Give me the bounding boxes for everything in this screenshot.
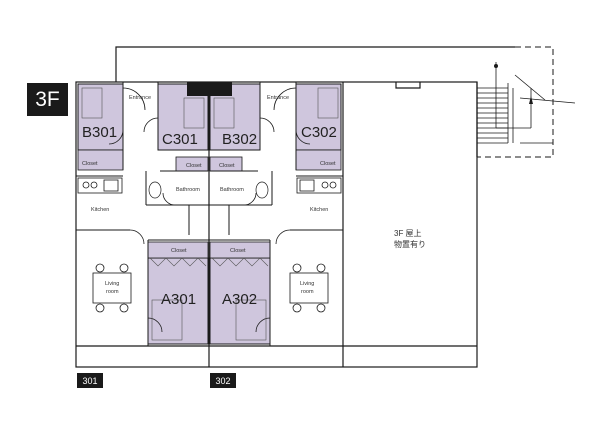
closet-label-b302: Closet <box>219 163 235 169</box>
stairs <box>477 62 576 144</box>
door-bath-301 <box>162 192 176 206</box>
bathroom-label-302: Bathroom <box>220 187 244 193</box>
closet-doors <box>149 257 269 267</box>
table-302 <box>289 272 329 304</box>
stair-start-dot <box>494 64 498 68</box>
interior-walls <box>76 82 343 346</box>
room-label-b302: B302 <box>222 131 257 148</box>
kitchen-label-301: Kitchen <box>91 207 109 213</box>
bed-b302 <box>213 97 235 129</box>
stove-301-a <box>82 181 90 189</box>
toilet-302 <box>255 181 269 199</box>
door-entrance-302 <box>273 87 297 111</box>
bed-c302 <box>317 87 339 119</box>
stair-dashed <box>477 46 554 158</box>
door-kitchen-302 <box>275 229 291 245</box>
walkway-wall <box>115 46 515 82</box>
kitchen-label-302: Kitchen <box>310 207 328 213</box>
entrance-label-301: Entrance <box>129 95 151 101</box>
toilet-301 <box>148 181 162 199</box>
room-label-c302: C302 <box>301 124 337 141</box>
room-label-b301: B301 <box>82 124 117 141</box>
door-c302 <box>295 129 311 145</box>
door-swings <box>108 87 311 333</box>
bed-b301 <box>81 87 103 119</box>
unit-label-302: 302 <box>210 373 236 388</box>
bedroom-c302-fill <box>295 83 342 151</box>
bed-a302 <box>235 299 267 341</box>
living-label-301-line1: Living <box>105 281 119 287</box>
living-label-302-line2: room <box>301 289 314 295</box>
closet-fills <box>77 149 342 259</box>
closet-label-c302: Closet <box>320 161 336 167</box>
stove-301-b <box>90 181 98 189</box>
roof-notch <box>395 82 421 89</box>
kitchen-counters <box>77 177 342 194</box>
room-label-a301: A301 <box>161 291 196 308</box>
door-b302 <box>259 117 275 133</box>
table-301 <box>92 272 132 304</box>
living-furniture <box>92 263 329 313</box>
room-label-c301: C301 <box>162 131 198 148</box>
door-c301 <box>143 117 159 133</box>
counter-302 <box>296 177 342 194</box>
room-label-a302: A302 <box>222 291 257 308</box>
roof-label-line1: 3F 屋上 <box>394 229 422 238</box>
structural-beam <box>187 82 232 96</box>
bed-c301 <box>183 97 205 129</box>
stove-302-b <box>329 181 337 189</box>
sink-302 <box>299 179 315 192</box>
stove-302-a <box>321 181 329 189</box>
building-outer-wall <box>75 81 478 368</box>
closet-label-c301: Closet <box>186 163 202 169</box>
stair-arrow <box>529 96 533 104</box>
closet-label-b301: Closet <box>82 161 98 167</box>
bedroom-a302-fill <box>209 257 271 345</box>
building-outline <box>75 46 515 368</box>
beds <box>81 87 339 341</box>
door-a302 <box>255 317 271 333</box>
bed-a301 <box>151 299 183 341</box>
door-entrance-301 <box>122 87 146 111</box>
toilets <box>148 181 269 199</box>
floor-label: 3F <box>27 83 68 116</box>
door-kitchen-301 <box>129 229 145 245</box>
living-label-301-line2: room <box>106 289 119 295</box>
entrance-label-302: Entrance <box>267 95 289 101</box>
door-a301 <box>147 317 163 333</box>
bathroom-label-301: Bathroom <box>176 187 200 193</box>
living-label-302-line1: Living <box>300 281 314 287</box>
counter-301 <box>77 177 123 194</box>
closet-b301 <box>77 149 124 171</box>
closet-label-a301: Closet <box>171 248 187 254</box>
closet-c302 <box>295 149 342 171</box>
closet-label-a302: Closet <box>230 248 246 254</box>
unit-label-301: 301 <box>77 373 103 388</box>
sink-301 <box>103 179 119 192</box>
door-bath-302 <box>243 192 257 206</box>
roof-label-line2: 物置有り <box>394 239 426 249</box>
door-b301 <box>108 129 124 145</box>
